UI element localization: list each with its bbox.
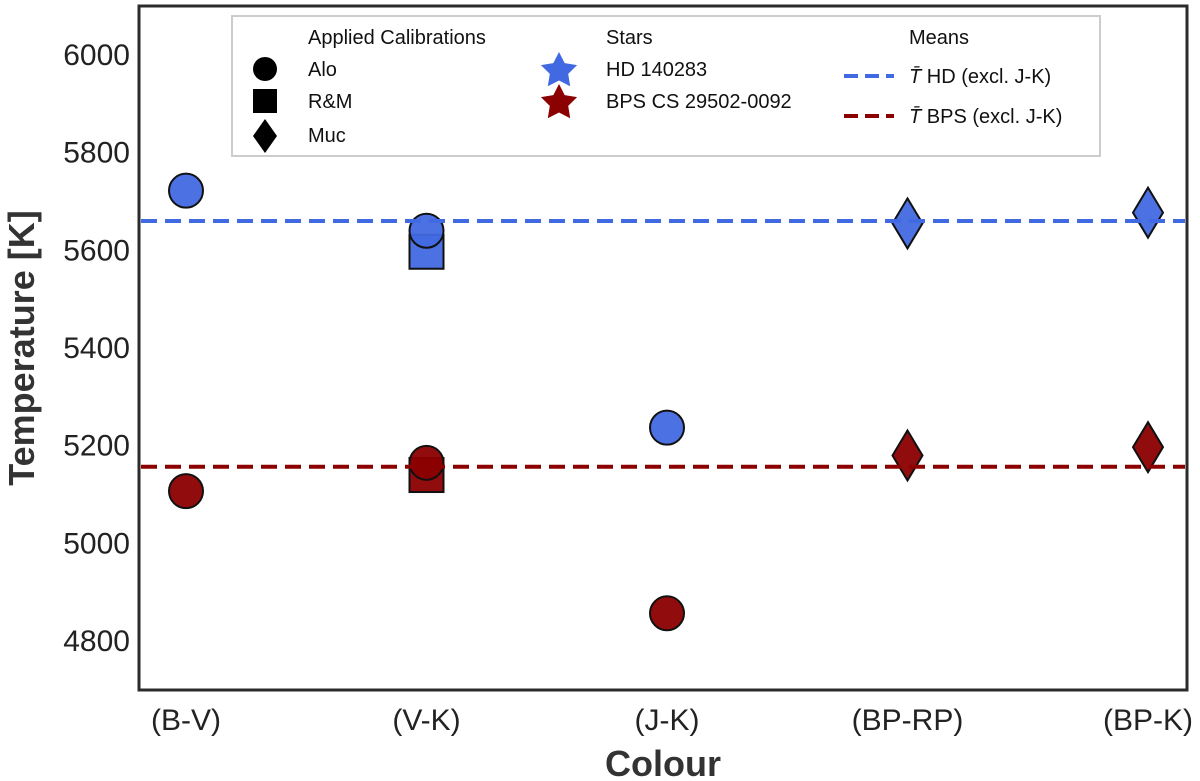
x-tick-b-v: (B-V) (151, 704, 221, 737)
legend: Applied Calibrations Stars Means Alo R&M… (231, 15, 1101, 157)
legend-mean-bps: T̄ BPS (excl. J-K) (909, 105, 1062, 128)
legend-means-title: Means (909, 27, 969, 49)
legend-star-hd-icon (540, 52, 578, 87)
legend-star-hd: HD 140283 (606, 59, 707, 81)
legend-box (231, 15, 1101, 157)
point-bps-b-v-alo (168, 473, 204, 510)
x-tick-v-k: (V-K) (392, 704, 460, 737)
legend-star-bps: BPS CS 29502-0092 (606, 91, 792, 113)
point-hd-b-v-alo (168, 172, 204, 209)
x-axis-ticks: (B-V) (V-K) (J-K) (BP-RP) (BP-K) (151, 704, 1193, 737)
x-tick-bp-k: (BP-K) (1103, 704, 1193, 737)
point-hd-j-k-alo (649, 409, 685, 446)
x-axis-title: Colour (605, 743, 721, 781)
point-bps-bp-rp-muc (891, 428, 924, 483)
legend-mean-hd: T̄ HD (excl. J-K) (909, 65, 1051, 88)
plot-area (141, 172, 1185, 632)
legend-stars-title: Stars (606, 27, 653, 49)
legend-diamond-marker (253, 119, 277, 153)
legend-calibrations-title: Applied Calibrations (308, 27, 486, 49)
y-tick-6000: 6000 (63, 39, 130, 72)
y-axis-ticks: 4800 5000 5200 5400 5600 5800 6000 (63, 39, 130, 658)
y-tick-4800: 4800 (63, 625, 130, 658)
point-hd-bp-rp-muc (891, 196, 924, 251)
x-tick-j-k: (J-K) (635, 704, 700, 737)
x-tick-bp-rp: (BP-RP) (852, 704, 964, 737)
y-tick-5000: 5000 (63, 527, 130, 560)
point-bps-bp-k-muc (1131, 420, 1165, 475)
legend-calibration-alo: Alo (308, 59, 337, 81)
point-hd-bp-k-muc (1131, 185, 1165, 240)
plot-frame (137, 4, 1189, 692)
y-tick-5800: 5800 (63, 137, 130, 170)
legend-calibration-rm: R&M (308, 91, 352, 113)
point-hd-v-k-alo (408, 212, 445, 249)
y-tick-5200: 5200 (63, 430, 130, 463)
y-tick-5400: 5400 (63, 332, 130, 365)
y-tick-5600: 5600 (63, 234, 130, 267)
legend-square-marker (253, 89, 277, 113)
legend-circle-marker (253, 57, 277, 81)
legend-star-bps-icon (540, 84, 578, 119)
legend-calibration-muc: Muc (308, 125, 346, 147)
point-bps-v-k-alo (408, 444, 445, 481)
y-axis-title: Temperature [K] (1, 210, 42, 485)
point-bps-j-k-alo (649, 595, 685, 632)
